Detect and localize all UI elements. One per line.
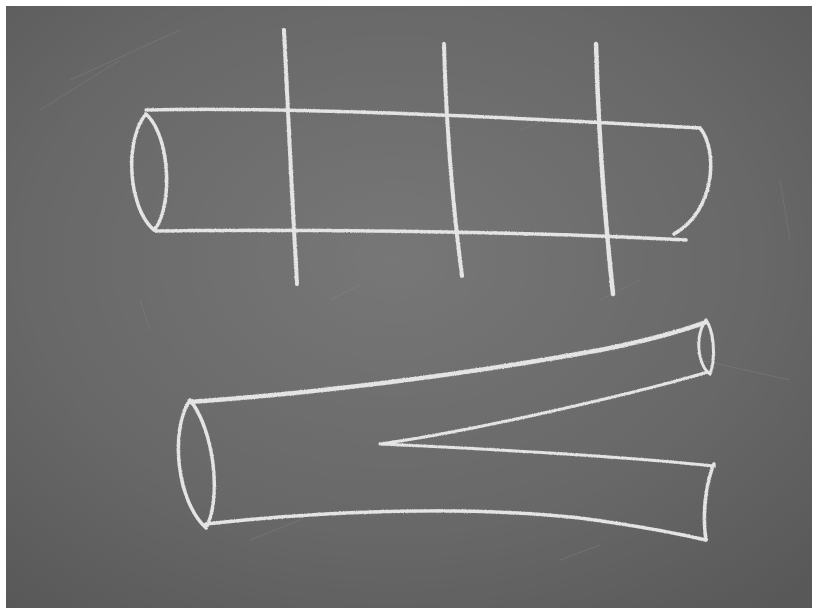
board-surface [6, 6, 812, 608]
